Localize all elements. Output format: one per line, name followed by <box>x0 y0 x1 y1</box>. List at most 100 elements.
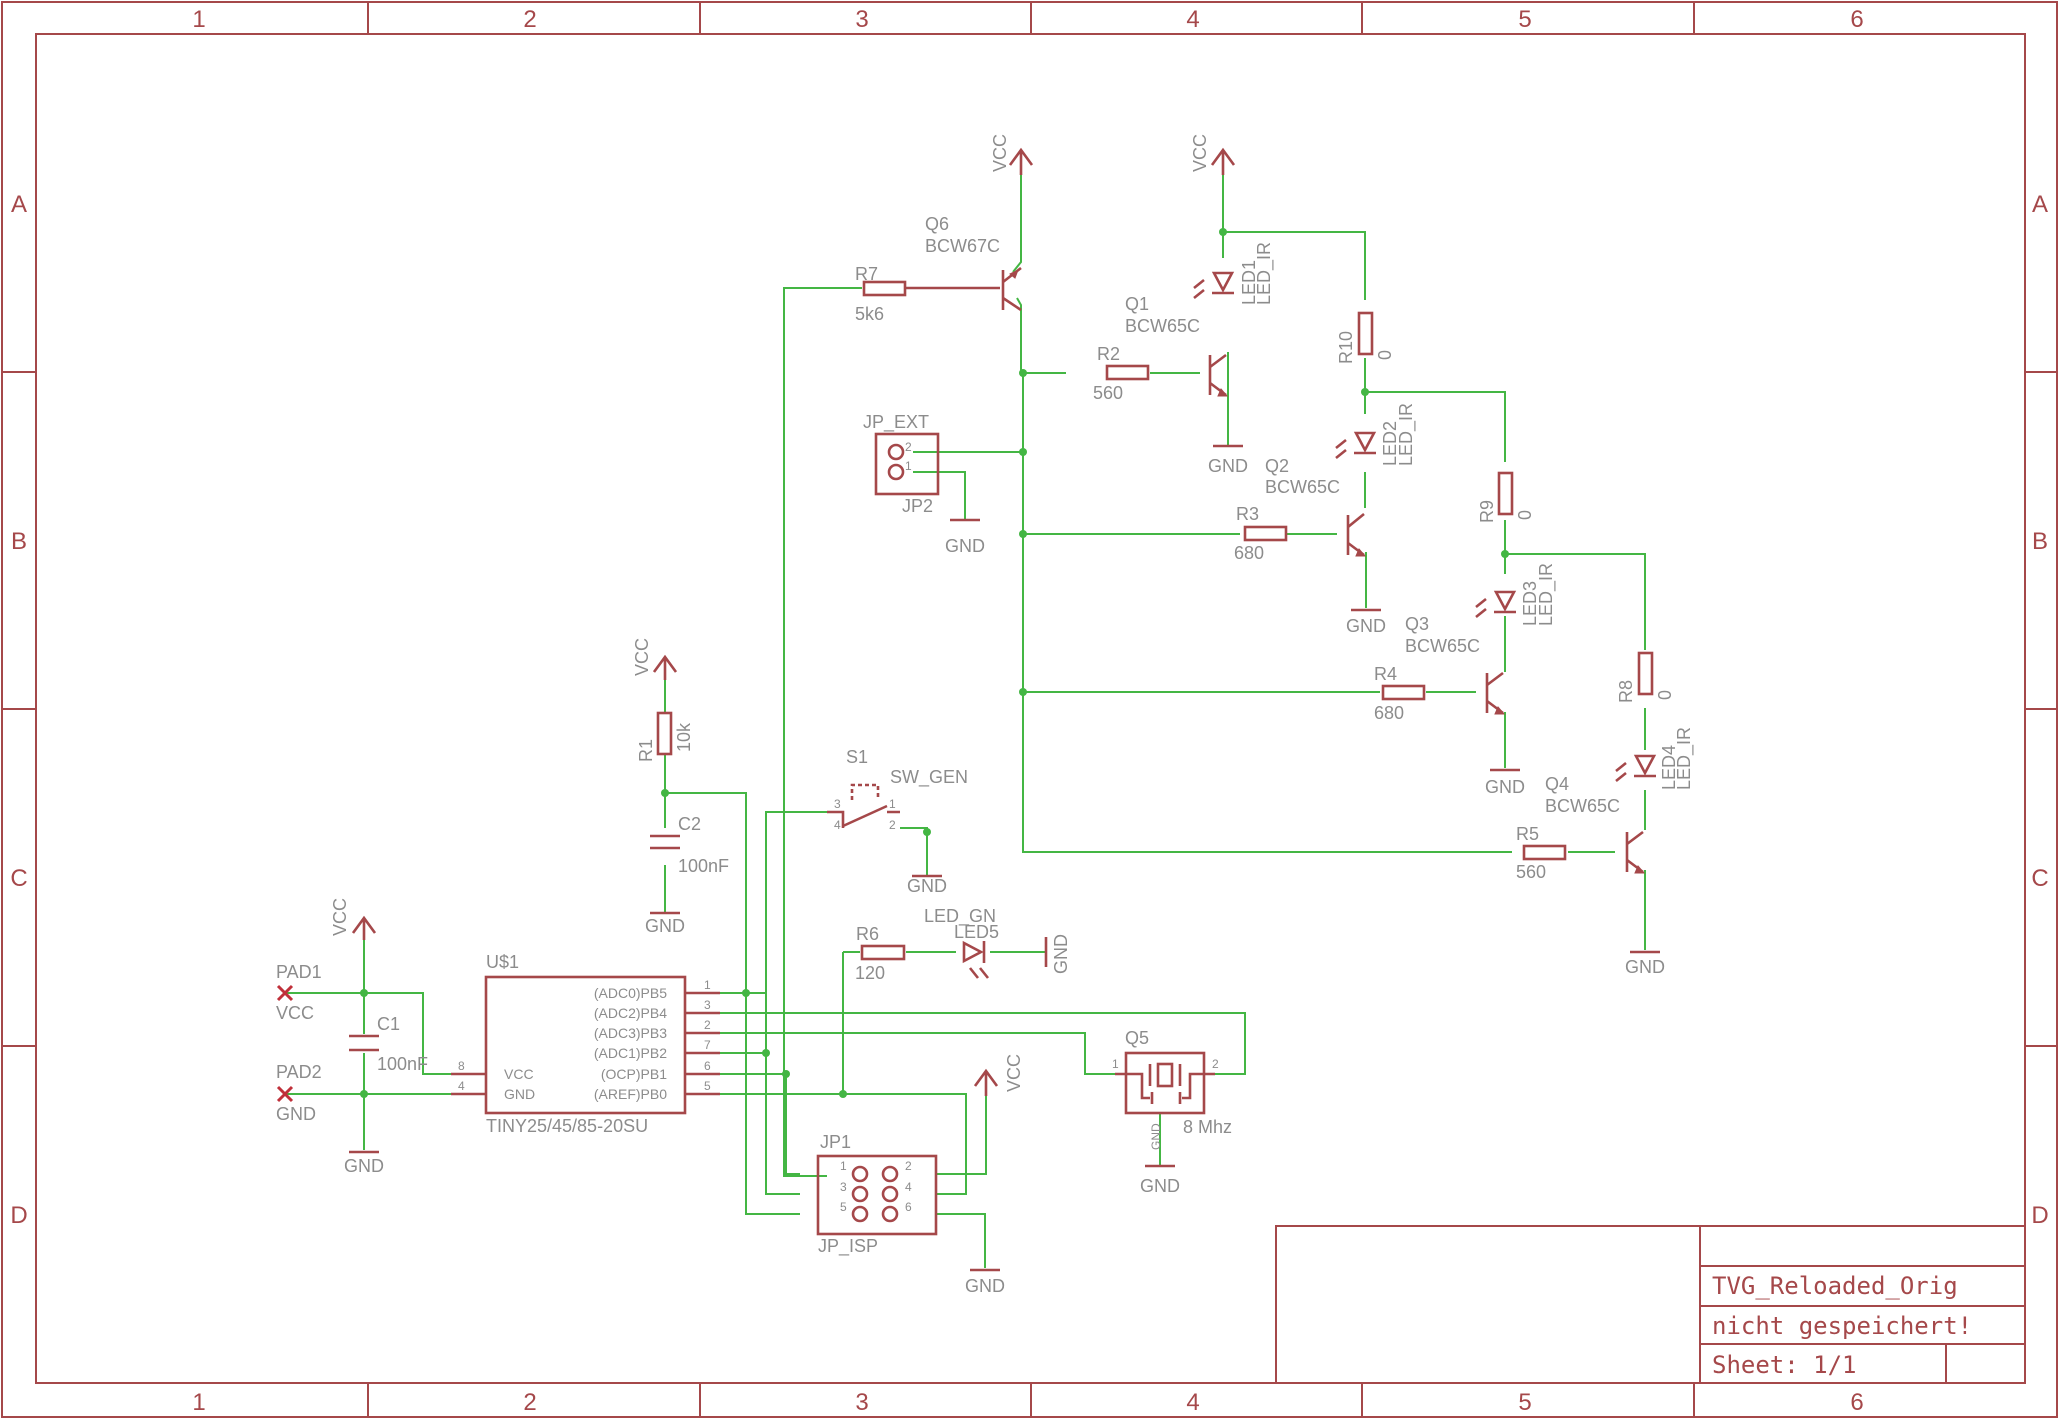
vcc-label-q6: VCC <box>990 134 1010 172</box>
resistor-r1: R1 10k <box>636 711 694 762</box>
resistor-r7: R7 5k6 <box>855 264 1000 324</box>
svg-text:1: 1 <box>889 797 896 811</box>
crystal-q5: 1 2 GND Q5 8 Mhz <box>1112 1028 1232 1150</box>
col-label-2: 2 <box>523 6 536 33</box>
resistor-r3: R3 680 <box>1234 504 1288 563</box>
gnd-label-q1: GND <box>1208 456 1248 476</box>
svg-text:LED1: LED1 <box>1239 260 1259 305</box>
gnd-label-led5: GND <box>1051 934 1071 974</box>
svg-text:R7: R7 <box>855 264 878 284</box>
vcc-arrow-led1 <box>1210 147 1236 175</box>
row-label-a-right: A <box>2032 191 2048 218</box>
resistor-r10: R10 0 <box>1336 311 1395 364</box>
svg-text:2: 2 <box>905 440 912 454</box>
svg-text:JP1: JP1 <box>820 1132 851 1152</box>
led-led5: LED_GN LED5 <box>924 906 999 979</box>
svg-text:(ADC2)PB4: (ADC2)PB4 <box>594 1005 667 1021</box>
resistor-r6: R6 120 <box>855 924 906 983</box>
svg-text:BCW65C: BCW65C <box>1265 477 1340 497</box>
svg-text:5k6: 5k6 <box>855 304 884 324</box>
svg-text:LED_IR: LED_IR <box>1254 242 1275 305</box>
svg-text:100nF: 100nF <box>678 856 729 876</box>
svg-text:JP2: JP2 <box>902 496 933 516</box>
col-label-6: 6 <box>1850 6 1863 33</box>
svg-text:3: 3 <box>704 998 711 1012</box>
capacitor-c2: C2 100nF <box>650 814 729 876</box>
gnd-label-q3: GND <box>1485 777 1525 797</box>
svg-text:R2: R2 <box>1097 344 1120 364</box>
vcc-arrow-jp1 <box>973 1068 999 1096</box>
resistor-r2: R2 560 <box>1093 344 1150 403</box>
resistor-r9: R9 0 <box>1477 471 1535 523</box>
title-block-name: TVG_Reloaded_Orig <box>1712 1272 1958 1300</box>
led-led2: LED2 LED_IR <box>1335 403 1417 466</box>
resistor-r8: R8 0 <box>1616 651 1675 703</box>
gnd-label-c1: GND <box>344 1156 384 1176</box>
svg-text:C1: C1 <box>377 1014 400 1034</box>
row-label-d: D <box>10 1202 27 1229</box>
transistor-q4: Q4 BCW65C <box>1545 774 1646 874</box>
capacitor-c1: C1 100nF <box>349 1014 428 1074</box>
svg-text:680: 680 <box>1234 543 1264 563</box>
svg-text:U$1: U$1 <box>486 952 519 972</box>
svg-text:JP_EXT: JP_EXT <box>863 412 929 433</box>
col-label-1: 1 <box>192 6 205 33</box>
svg-text:C2: C2 <box>678 814 701 834</box>
led-led4: LED4 LED_IR <box>1615 727 1695 790</box>
col-label-3: 3 <box>855 6 868 33</box>
svg-text:SW_GEN: SW_GEN <box>890 767 968 788</box>
pad-pad1: PAD1 VCC <box>276 962 322 1023</box>
supply-symbols: VCC VCC VCC VCC VCC GND GND GND GND GND … <box>330 134 1665 1296</box>
svg-text:100nF: 100nF <box>377 1054 428 1074</box>
svg-text:PAD1: PAD1 <box>276 962 322 982</box>
svg-text:1: 1 <box>704 978 711 992</box>
col-label-3-bottom: 3 <box>855 1389 868 1416</box>
row-label-d-right: D <box>2031 1202 2048 1229</box>
svg-text:LED4: LED4 <box>1659 745 1679 790</box>
header-jp1: 1 3 5 2 4 6 JP1 JP_ISP <box>816 1132 938 1257</box>
title-block: TVG_Reloaded_Orig nicht gespeichert! She… <box>1275 1225 2026 1384</box>
row-label-b: B <box>11 528 27 555</box>
junctions <box>360 228 1509 1098</box>
col-label-6-bottom: 6 <box>1850 1389 1863 1416</box>
vcc-label-r1: VCC <box>632 638 652 676</box>
svg-text:BCW65C: BCW65C <box>1405 636 1480 656</box>
svg-text:LED3: LED3 <box>1520 581 1540 626</box>
svg-text:7: 7 <box>704 1038 711 1052</box>
svg-text:1: 1 <box>905 459 912 473</box>
row-label-c-right: C <box>2031 865 2048 892</box>
ic-u1: 8 4 VCC GND 1 3 2 7 6 5 (ADC0)PB5 (ADC2)… <box>451 952 720 1136</box>
svg-text:5: 5 <box>704 1079 711 1093</box>
svg-text:4: 4 <box>834 818 841 832</box>
vcc-label-led1: VCC <box>1190 134 1210 172</box>
svg-text:R1: R1 <box>636 739 656 762</box>
svg-text:R5: R5 <box>1516 824 1539 844</box>
gnd-label-jp2: GND <box>945 536 985 556</box>
svg-text:LED_IR: LED_IR <box>1674 727 1695 790</box>
svg-text:5: 5 <box>840 1200 847 1214</box>
row-label-b-right: B <box>2032 528 2048 555</box>
svg-text:Q5: Q5 <box>1125 1028 1149 1048</box>
vcc-arrow-r1 <box>652 654 678 680</box>
svg-text:10k: 10k <box>674 722 694 752</box>
row-label-c: C <box>10 865 27 892</box>
svg-text:3: 3 <box>834 797 841 811</box>
svg-text:BCW67C: BCW67C <box>925 236 1000 256</box>
col-label-4: 4 <box>1186 6 1199 33</box>
vcc-label-c1: VCC <box>330 898 350 936</box>
svg-text:4: 4 <box>458 1079 465 1093</box>
svg-text:LED5: LED5 <box>954 922 999 942</box>
gnd-label-c2: GND <box>645 916 685 936</box>
svg-text:0: 0 <box>1655 690 1675 700</box>
svg-text:(ADC1)PB2: (ADC1)PB2 <box>594 1045 667 1061</box>
jumper-jp2: 2 1 JP_EXT JP2 <box>863 412 940 516</box>
svg-text:1: 1 <box>1112 1057 1119 1071</box>
svg-text:BCW65C: BCW65C <box>1125 316 1200 336</box>
svg-text:R4: R4 <box>1374 664 1397 684</box>
svg-text:Q1: Q1 <box>1125 294 1149 314</box>
svg-text:680: 680 <box>1374 703 1404 723</box>
gnd-label-q4: GND <box>1625 957 1665 977</box>
svg-text:560: 560 <box>1516 862 1546 882</box>
